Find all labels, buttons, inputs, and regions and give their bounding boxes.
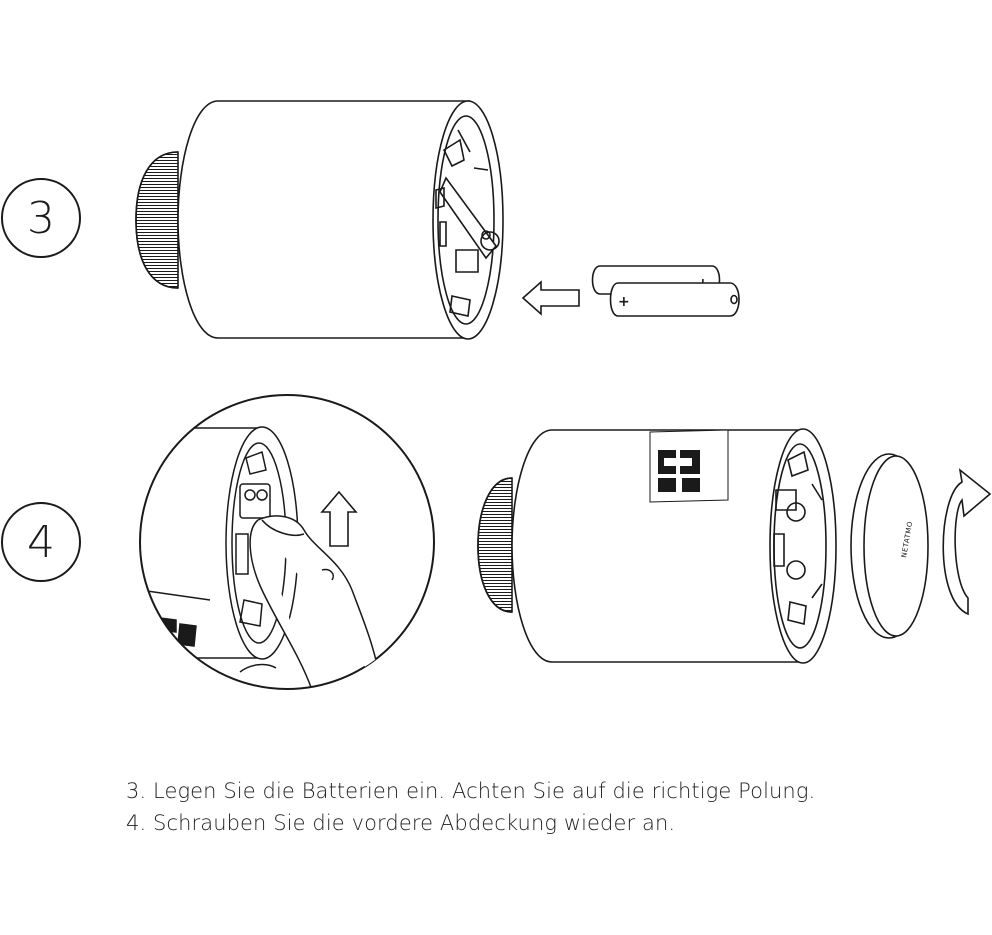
battery-front-plus: + (618, 294, 630, 310)
thermostat-step4 (478, 429, 836, 663)
push-up-arrow (322, 492, 356, 546)
step-3-badge: 3 (1, 178, 81, 258)
instruction-step-3: 3. Legen Sie die Batterien ein. Achten S… (126, 779, 816, 803)
instruction-step-4: 4. Schrauben Sie die vordere Abdeckung w… (126, 811, 676, 835)
thermostat-step3 (136, 101, 503, 339)
screw-rotation-arrow (943, 470, 990, 614)
step-4-badge: 4 (1, 502, 81, 582)
insert-arrow (523, 282, 579, 314)
step-3-number: 3 (27, 192, 55, 244)
step-4-number: 4 (27, 516, 55, 568)
front-cover: NETATMO (851, 454, 928, 638)
zoom-detail (140, 395, 434, 690)
battery-front: + (611, 283, 740, 316)
